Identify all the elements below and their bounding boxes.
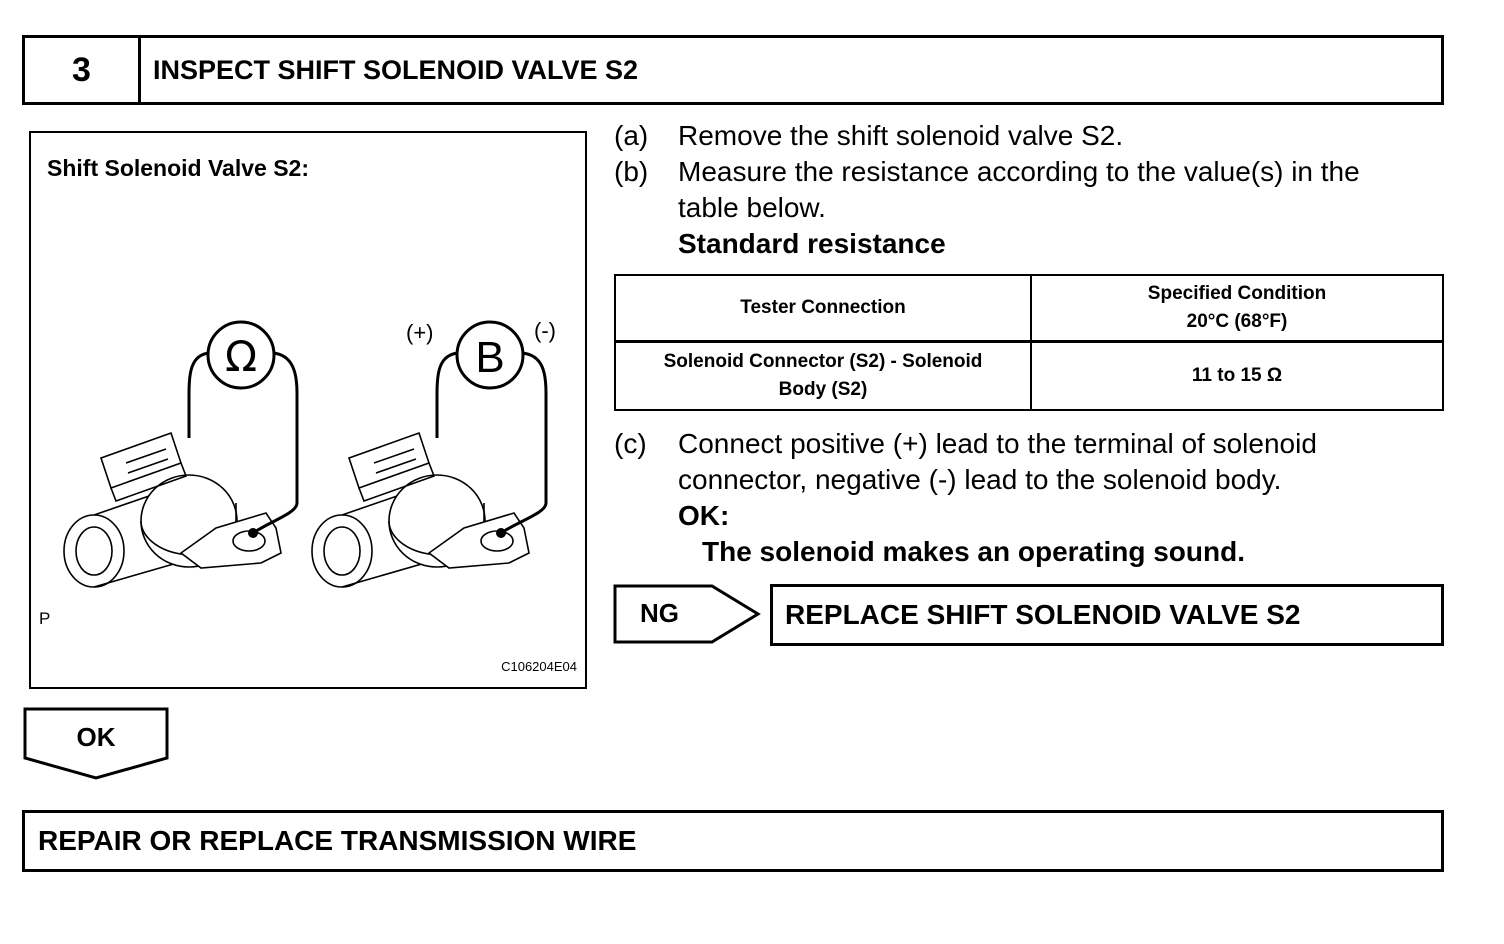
step-b: (b) Measure the resistance according to … xyxy=(614,154,1444,264)
step-b-label: (b) xyxy=(614,156,649,187)
cell-tester-connection: Solenoid Connector (S2) - Solenoid Body … xyxy=(614,340,1032,411)
header-specified-condition-line1: Specified Condition xyxy=(1147,283,1327,304)
ohm-symbol: Ω xyxy=(225,332,257,381)
step-c-line2: connector, negative (-) lead to the sole… xyxy=(678,464,1282,495)
ok-condition-text: The solenoid makes an operating sound. xyxy=(702,536,1245,567)
standard-resistance-title: Standard resistance xyxy=(678,228,946,259)
header-specified-condition: Specified Condition 20°C (68°F) xyxy=(1030,274,1444,343)
ng-action-box: REPLACE SHIFT SOLENOID VALVE S2 xyxy=(770,584,1444,646)
header-specified-condition-line2: 20°C (68°F) xyxy=(1186,311,1288,332)
final-action-box: REPAIR OR REPLACE TRANSMISSION WIRE xyxy=(22,810,1444,872)
solenoid-diagram: Ω B (+) (-) xyxy=(63,318,556,588)
ok-condition-label: OK: xyxy=(678,500,730,531)
ng-arrow[interactable]: NG xyxy=(612,582,766,646)
tester-leads xyxy=(187,351,548,535)
table-row: Solenoid Connector (S2) - Solenoid Body … xyxy=(614,340,1444,411)
step-a: (a) Remove the shift solenoid valve S2. xyxy=(614,118,1444,154)
battery-symbol: B xyxy=(475,333,504,382)
solenoid-right-drawing xyxy=(311,431,530,588)
step-number: 3 xyxy=(25,38,141,102)
cell-tester-connection-line2: Body (S2) xyxy=(778,379,868,400)
step-b-line1: Measure the resistance according to the … xyxy=(678,156,1360,187)
step-a-label: (a) xyxy=(614,120,649,151)
ng-action-text: REPLACE SHIFT SOLENOID VALVE S2 xyxy=(785,599,1301,630)
step-c-line1: Connect positive (+) lead to the termina… xyxy=(678,428,1317,459)
cell-tester-connection-line1: Solenoid Connector (S2) - Solenoid xyxy=(663,351,983,372)
solenoid-left-drawing xyxy=(63,431,282,588)
cell-specified-condition: 11 to 15 Ω xyxy=(1030,340,1444,411)
minus-label: (-) xyxy=(534,318,556,343)
figure-p-mark: P xyxy=(39,609,51,628)
step-b-line2: table below. xyxy=(678,192,826,223)
ok-arrow[interactable]: OK xyxy=(22,706,172,782)
header-tester-connection: Tester Connection xyxy=(614,274,1032,343)
figure-title: Shift Solenoid Valve S2: xyxy=(47,155,310,181)
final-action-text: REPAIR OR REPLACE TRANSMISSION WIRE xyxy=(38,825,637,856)
step-a-text: Remove the shift solenoid valve S2. xyxy=(678,120,1124,151)
step-title: INSPECT SHIFT SOLENOID VALVE S2 xyxy=(153,54,639,85)
table-header-row: Tester Connection Specified Condition 20… xyxy=(614,274,1444,343)
step-header: 3 INSPECT SHIFT SOLENOID VALVE S2 xyxy=(22,35,1444,105)
resistance-table: Tester Connection Specified Condition 20… xyxy=(614,274,1444,411)
ng-label: NG xyxy=(640,598,679,628)
plus-label: (+) xyxy=(406,320,434,345)
step-c: (c) Connect positive (+) lead to the ter… xyxy=(614,426,1444,574)
figure-code: C106204E04 xyxy=(501,659,577,674)
step-c-label: (c) xyxy=(614,428,647,459)
ok-label: OK xyxy=(77,722,116,752)
solenoid-figure: Shift Solenoid Valve S2: xyxy=(29,131,587,689)
